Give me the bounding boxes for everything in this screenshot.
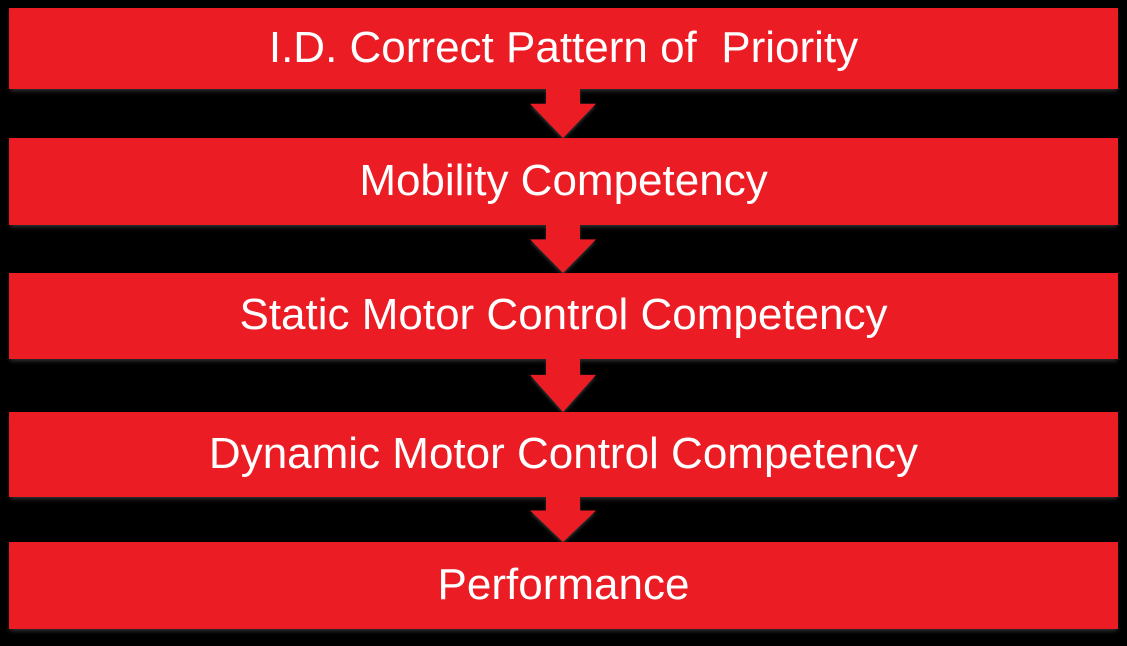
flow-step-5: Performance [9, 542, 1118, 629]
flow-connector [529, 497, 597, 542]
flow-connector [529, 225, 597, 273]
flow-step-label: I.D. Correct Pattern of Priority [268, 22, 859, 72]
flow-step-2: Mobility Competency [9, 138, 1118, 225]
flow-connector [529, 359, 597, 412]
flow-step-4: Dynamic Motor Control Competency [9, 412, 1118, 497]
flow-step-3: Static Motor Control Competency [9, 273, 1118, 359]
down-arrow-icon [530, 497, 596, 542]
flow-step-1: I.D. Correct Pattern of Priority [9, 8, 1118, 89]
flow-connector [529, 89, 597, 138]
flow-step-label: Mobility Competency [359, 155, 768, 205]
flow-step-label: Dynamic Motor Control Competency [208, 428, 919, 478]
down-arrow-icon [530, 89, 596, 138]
flow-step-label: Static Motor Control Competency [239, 290, 888, 339]
down-arrow-icon [530, 225, 596, 273]
down-arrow-icon [530, 359, 596, 412]
flow-step-label: Performance [437, 559, 690, 609]
